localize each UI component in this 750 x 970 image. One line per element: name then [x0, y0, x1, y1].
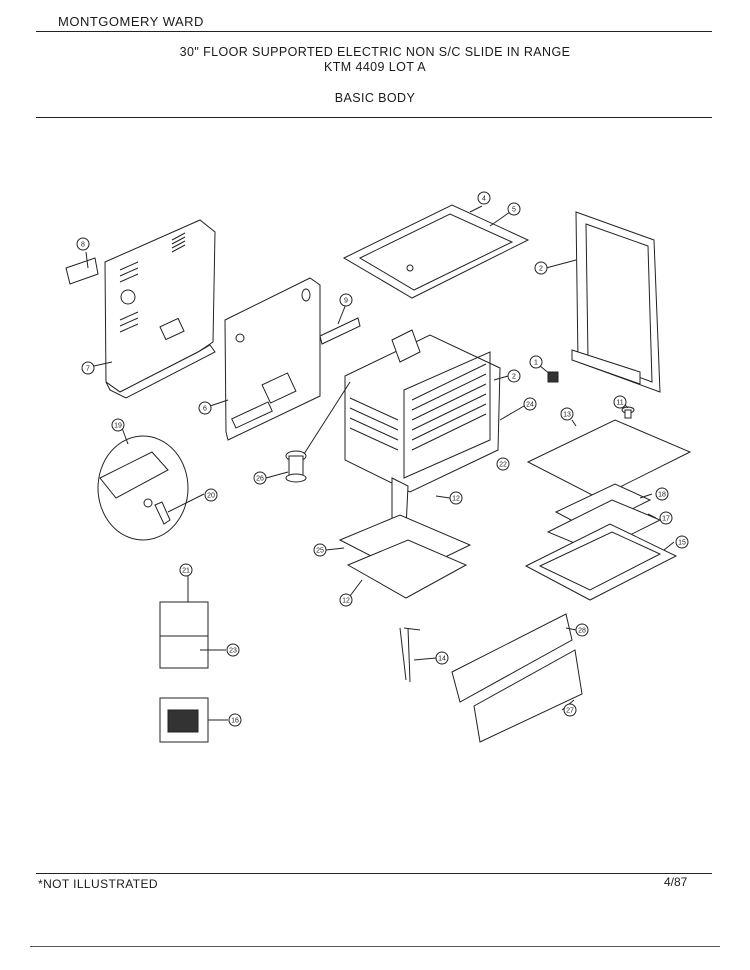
cooktop-panel: [342, 204, 530, 299]
hinge-bracket: [285, 450, 307, 483]
left-side-panel: [104, 219, 216, 399]
callout-label: 27: [566, 708, 574, 715]
callout-label: 2: [512, 374, 516, 381]
callout-label: 24: [526, 402, 534, 409]
drawer-base: [346, 539, 468, 599]
callout-label: 14: [438, 656, 446, 663]
callout-label: 2: [539, 266, 543, 273]
callout-label: 26: [256, 476, 264, 483]
callout-label: 15: [678, 540, 686, 547]
brand-name: MONTGOMERY WARD: [58, 14, 204, 29]
oven-body: [344, 329, 501, 529]
cover-plate: [65, 257, 99, 285]
callout-label: 28: [578, 628, 586, 635]
part-21-box: [159, 601, 209, 637]
header-rule: [36, 31, 712, 32]
callout-label: 23: [229, 648, 237, 655]
section-title: BASIC BODY: [334, 91, 416, 105]
callout-label: 12: [342, 598, 350, 605]
callout-label: 4: [482, 196, 486, 203]
drip-tray: [524, 523, 678, 601]
right-side-panel: [571, 211, 661, 393]
terminal-block-inset: [97, 435, 189, 541]
callout-label: 18: [658, 492, 666, 499]
callout-label: 12: [452, 496, 460, 503]
callout-label: 17: [662, 516, 670, 523]
leveling-leg: [621, 406, 635, 419]
callout-label: 25: [316, 548, 324, 555]
oven-rack: [526, 419, 692, 499]
callout-label: 5: [512, 207, 516, 214]
callout-label: 1: [534, 360, 538, 367]
callout-label: 19: [114, 423, 122, 430]
page-bottom-rule: [30, 946, 720, 947]
clip: [547, 371, 559, 383]
footnote: *NOT ILLUSTRATED: [38, 877, 158, 891]
section-rule: [36, 117, 712, 118]
callout-label: 16: [231, 718, 239, 725]
callout-label: 6: [203, 406, 207, 413]
drawer-front: [473, 649, 583, 743]
callout-label: 11: [616, 400, 623, 407]
callout-label: 7: [86, 366, 90, 373]
model-number: KTM 4409 LOT A: [324, 60, 426, 74]
door-hinge: [399, 627, 421, 683]
callout-circles: [76, 191, 689, 727]
diagram-title: 30" FLOOR SUPPORTED ELECTRIC NON S/C SLI…: [179, 45, 571, 59]
callout-label: 22: [499, 462, 507, 469]
callout-label: 13: [563, 412, 571, 419]
footer-rule: [36, 873, 712, 874]
rear-panel: [224, 277, 321, 441]
leader-lines: [85, 205, 675, 721]
part-23-box: [159, 635, 209, 669]
drawer-panel: [451, 613, 573, 703]
callout-labels: 8 7 6 9 4 5 2 1 11 2 24 22 13 19 20 26 1…: [81, 196, 686, 725]
bracket: [319, 317, 361, 345]
callout-label: 9: [344, 298, 348, 305]
callout-label: 8: [81, 242, 85, 249]
callout-label: 21: [182, 568, 190, 575]
revision-date: 4/87: [664, 875, 688, 889]
callout-label: 20: [207, 493, 215, 500]
